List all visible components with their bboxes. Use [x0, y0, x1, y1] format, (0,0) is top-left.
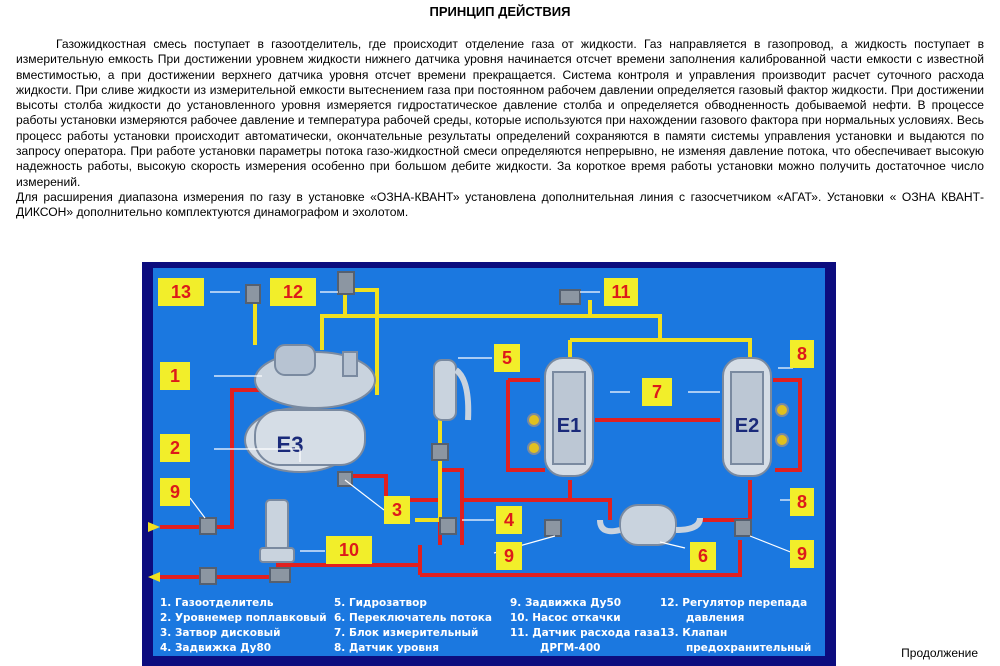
legend-item: 1. Газоотделитель — [160, 597, 274, 609]
badge-2: 2 — [160, 434, 190, 462]
badge-9-left: 9 — [160, 478, 190, 506]
badge-3: 3 — [384, 496, 410, 524]
page-title: ПРИНЦИП ДЕЙСТВИЯ — [429, 4, 571, 19]
description-text: Газожидкостная смесь поступает в газоотд… — [16, 37, 984, 221]
legend-item: 13. Клапан — [660, 627, 728, 639]
legend-col-1: 1. Газоотделитель 2. Уровнемер поплавков… — [160, 596, 327, 656]
paragraph-1: Газожидкостная смесь поступает в газоотд… — [16, 37, 984, 189]
badge-8-bottom: 8 — [790, 488, 814, 516]
legend-item: 10. Насос откачки — [510, 612, 621, 624]
continuation-link[interactable]: Продолжение — [901, 646, 978, 660]
badge-10: 10 — [326, 536, 372, 564]
legend-col-4: 12. Регулятор перепада давления 13. Клап… — [660, 596, 811, 656]
legend-item: 5. Гидрозатвор — [334, 597, 427, 609]
badge-9-center: 9 — [496, 542, 522, 570]
schematic-legend: 1. Газоотделитель 2. Уровнемер поплавков… — [154, 596, 830, 662]
badge-7: 7 — [642, 378, 672, 406]
badge-13: 13 — [158, 278, 204, 306]
legend-item: 2. Уровнемер поплавковый — [160, 612, 327, 624]
legend-item: 6. Переключатель потока — [334, 612, 492, 624]
badge-1: 1 — [160, 362, 190, 390]
legend-item: давления — [686, 612, 745, 624]
legend-item: 11. Датчик расхода газа — [510, 627, 660, 639]
badge-11: 11 — [604, 278, 638, 306]
badge-5: 5 — [494, 344, 520, 372]
legend-item: ДРГМ-400 — [540, 642, 601, 654]
legend-item: 9. Задвижка Ду50 — [510, 597, 622, 609]
badge-9-right: 9 — [790, 540, 814, 568]
badge-6: 6 — [690, 542, 716, 570]
legend-item: 7. Блок измерительный — [334, 627, 479, 639]
legend-col-3: 9. Задвижка Ду50 10. Насос откачки 11. Д… — [510, 596, 660, 656]
legend-col-2: 5. Гидрозатвор 6. Переключатель потока 7… — [334, 596, 492, 656]
legend-item: 8. Датчик уровня — [334, 642, 440, 654]
legend-item: 4. Задвижка Ду80 — [160, 642, 272, 654]
badge-4: 4 — [496, 506, 522, 534]
legend-item: 12. Регулятор перепада — [660, 597, 808, 609]
paragraph-2: Для расширения диапазона измерения по га… — [16, 189, 984, 220]
legend-item: предохранительный — [686, 642, 812, 654]
badge-8-top: 8 — [790, 340, 814, 368]
badge-12: 12 — [270, 278, 316, 306]
legend-item: 3. Затвор дисковый — [160, 627, 281, 639]
